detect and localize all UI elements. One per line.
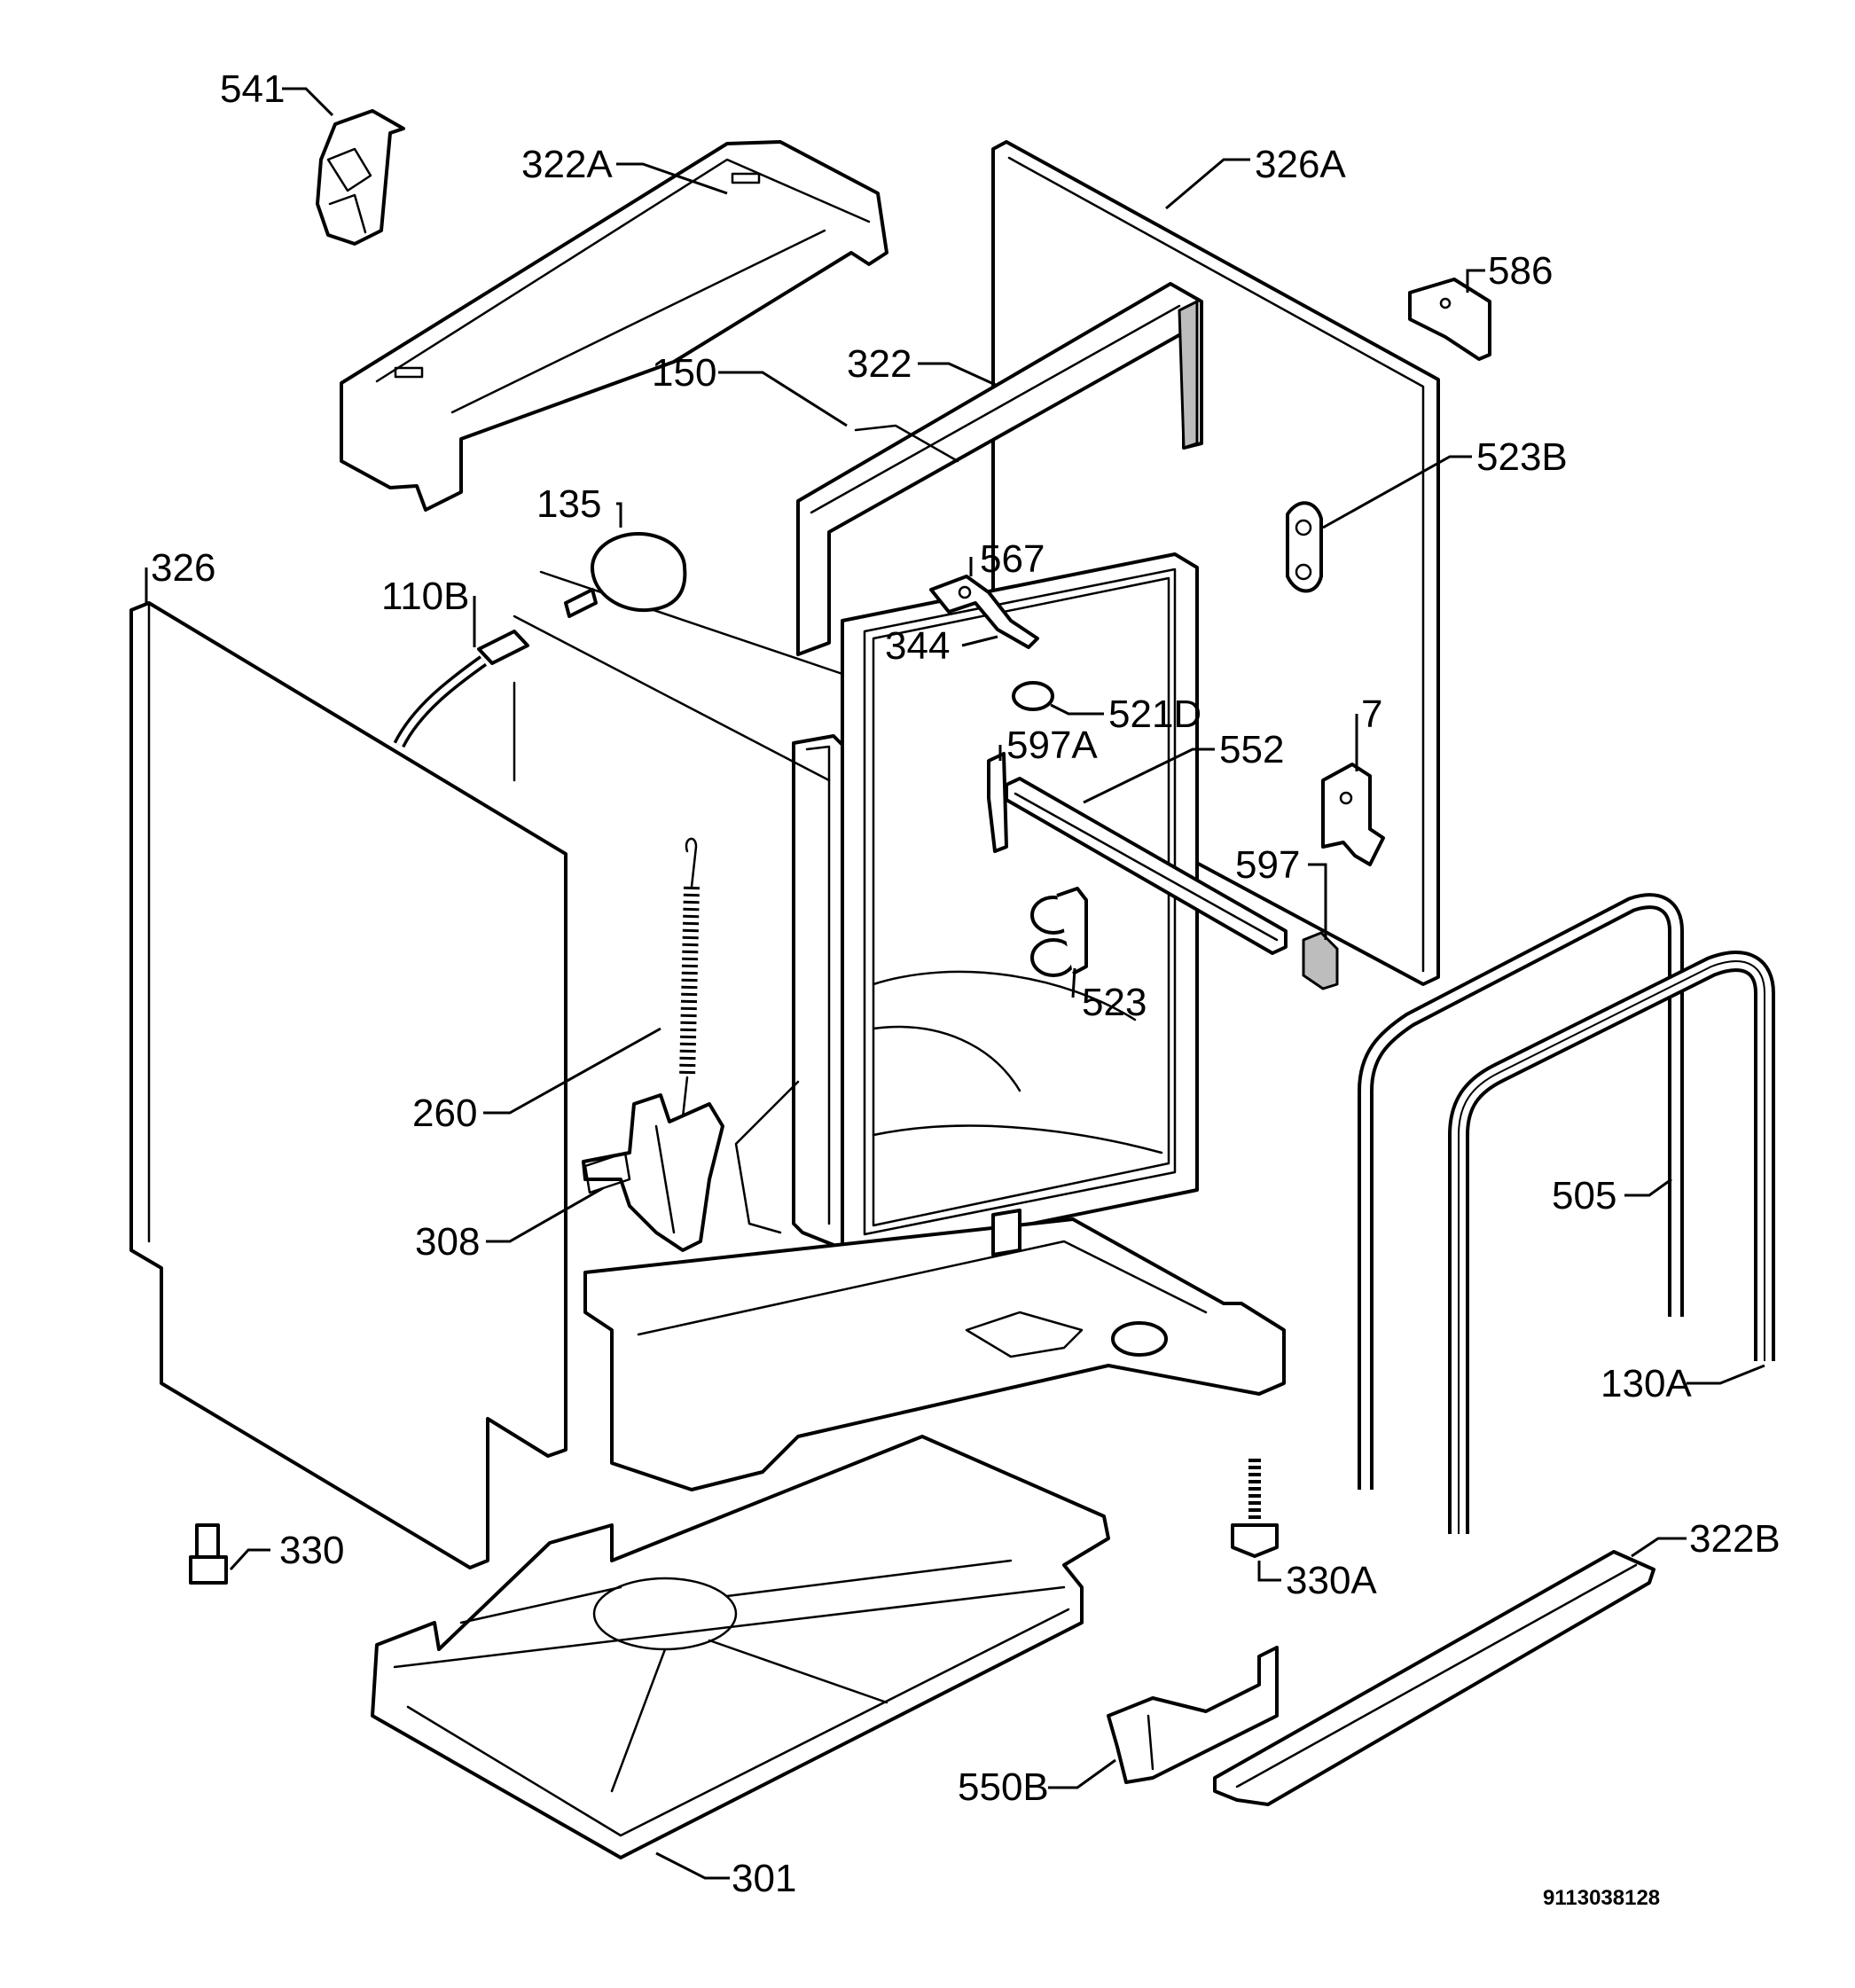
label-597: 597 — [1235, 843, 1300, 887]
label-550B: 550B — [958, 1765, 1049, 1809]
label-523B: 523B — [1476, 435, 1568, 479]
label-130A: 130A — [1601, 1362, 1692, 1405]
label-322A: 322A — [521, 143, 613, 186]
label-322B: 322B — [1689, 1517, 1781, 1561]
part-523B-grommet — [1286, 501, 1323, 593]
part-150-top-plate — [854, 424, 959, 463]
part-130A-gasket — [1448, 951, 1775, 1534]
label-552: 552 — [1219, 728, 1284, 771]
leader-lines — [145, 87, 1765, 1880]
label-322: 322 — [847, 342, 912, 386]
label-110B: 110B — [381, 575, 470, 618]
part-541-clip — [316, 109, 405, 246]
label-301: 301 — [732, 1857, 796, 1900]
label-586: 586 — [1488, 249, 1553, 293]
label-541: 541 — [220, 67, 285, 111]
label-567: 567 — [980, 537, 1045, 581]
label-326: 326 — [151, 546, 215, 590]
drawing-number: 9113038128 — [1543, 1886, 1660, 1910]
part-322B-strip — [1213, 1550, 1655, 1806]
label-521D: 521D — [1108, 693, 1201, 736]
part-521D-ring — [1012, 681, 1054, 711]
part-597-endcap — [1302, 931, 1339, 990]
label-330A: 330A — [1286, 1559, 1377, 1602]
label-7: 7 — [1361, 693, 1382, 736]
part-550B-bracket — [1107, 1646, 1279, 1784]
label-260: 260 — [412, 1092, 477, 1135]
part-552-rail — [1005, 777, 1288, 955]
label-135: 135 — [536, 482, 601, 526]
part-523-valves — [1030, 887, 1088, 977]
part-322-inner-frame — [796, 282, 1203, 656]
part-135-cap — [564, 532, 687, 618]
label-330: 330 — [279, 1529, 344, 1572]
part-326-side-panel — [129, 601, 567, 1569]
label-523: 523 — [1082, 981, 1147, 1024]
label-308: 308 — [415, 1220, 480, 1264]
part-labels: 541 322A 326A 586 150 322 523B 135 567 3… — [151, 67, 1781, 1910]
part-260-spring — [674, 837, 700, 1129]
label-150: 150 — [652, 351, 716, 395]
part-base-frame — [583, 1209, 1286, 1491]
part-330A-screw-foot — [1231, 1459, 1279, 1558]
part-110B-hose — [393, 630, 529, 782]
part-322A-top-frame — [340, 140, 888, 512]
part-301-base-tray — [371, 1435, 1110, 1859]
part-505-gasket — [1358, 893, 1684, 1490]
part-330-foot — [189, 1523, 228, 1585]
tub-body — [513, 552, 1199, 1261]
label-505: 505 — [1552, 1174, 1616, 1217]
part-308-hinge — [582, 1093, 724, 1252]
label-597A: 597A — [1006, 724, 1098, 767]
part-586-bracket — [1408, 278, 1491, 361]
label-326A: 326A — [1255, 143, 1346, 186]
part-567-344-latch — [929, 575, 1039, 649]
label-344: 344 — [885, 624, 950, 668]
part-7-bracket — [1321, 763, 1385, 866]
